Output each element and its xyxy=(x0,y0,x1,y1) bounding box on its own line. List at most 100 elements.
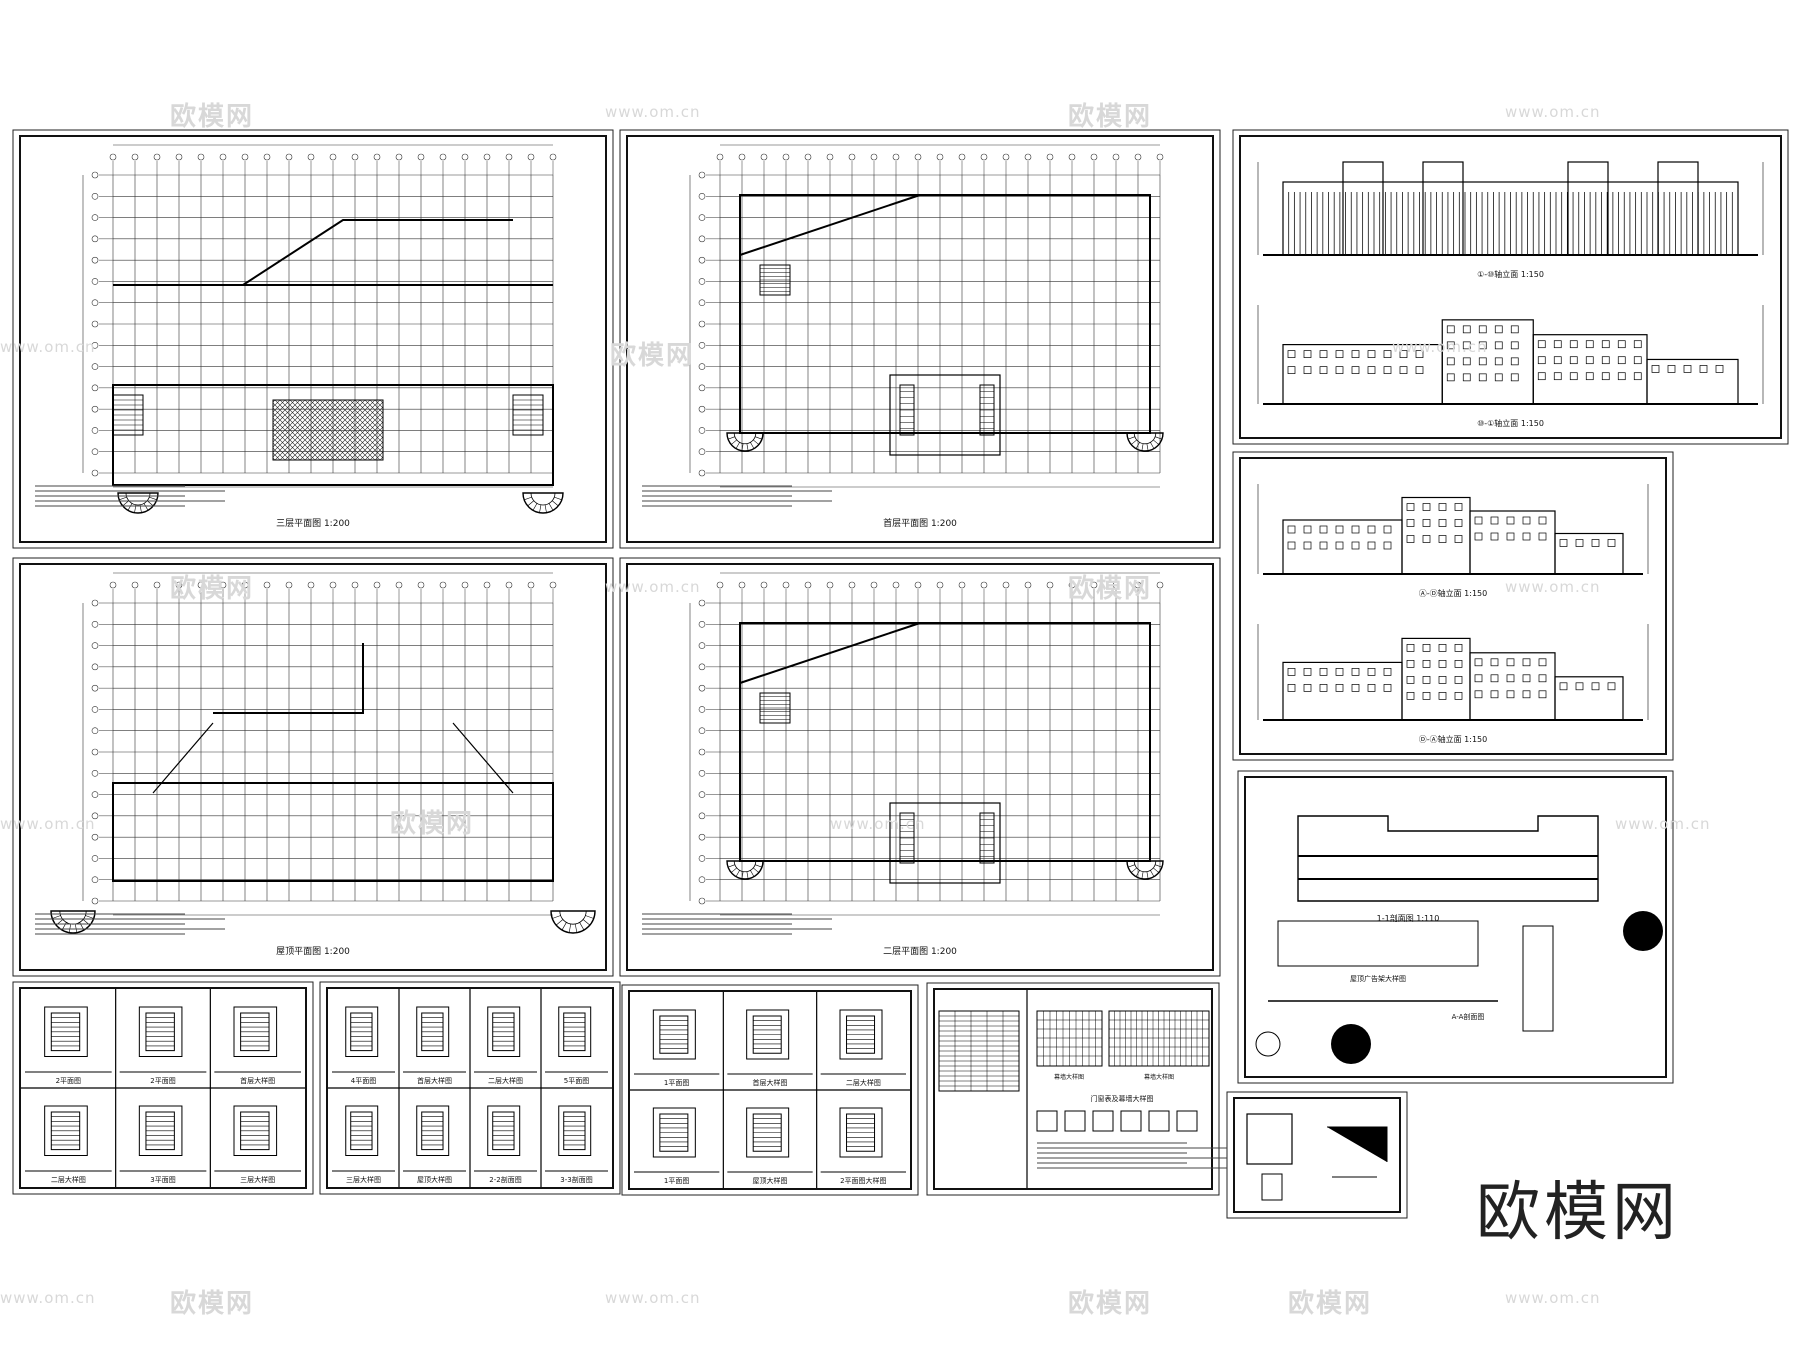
stair-plan xyxy=(138,1105,183,1156)
stair-plan xyxy=(345,1105,379,1156)
axis-bubble xyxy=(197,153,205,161)
brand-logo-text: 欧模网 xyxy=(1476,1176,1680,1250)
window xyxy=(1575,539,1584,547)
window xyxy=(1454,644,1463,652)
axis-bubble xyxy=(716,581,724,589)
detail-callout-solid xyxy=(1623,911,1663,951)
window xyxy=(1553,340,1562,349)
sheet-outer-frame xyxy=(1232,129,1789,445)
elevation-caption: ①-⑩轴立面 1:150 xyxy=(1477,269,1544,279)
axis-bubble xyxy=(307,153,315,161)
window xyxy=(1490,690,1499,699)
window xyxy=(1506,690,1515,699)
stair-plan xyxy=(746,1107,790,1158)
stair-treads xyxy=(350,1116,373,1146)
axis-bubble xyxy=(1002,581,1010,589)
axis-bubble xyxy=(461,153,469,161)
window xyxy=(1510,325,1519,334)
axis-leaders xyxy=(99,161,554,474)
tower-block xyxy=(1342,161,1384,256)
window xyxy=(1494,373,1503,382)
stair-plan xyxy=(558,1006,592,1057)
window xyxy=(1287,684,1296,692)
window xyxy=(1607,682,1616,691)
axis-bubble xyxy=(91,855,99,862)
axis-bubble xyxy=(153,153,161,161)
section-caption: 1-1剖面图 1:110 xyxy=(1377,913,1440,923)
window xyxy=(1383,366,1392,374)
stair-treads xyxy=(659,1118,688,1147)
window xyxy=(1617,372,1626,381)
axis-bubble xyxy=(1090,153,1098,161)
window xyxy=(1510,373,1519,382)
round-stair xyxy=(522,492,564,514)
axis-bubble xyxy=(395,153,403,161)
sheet-outer-frame xyxy=(12,557,614,977)
axis-grid xyxy=(719,174,1161,474)
stair-label: 屋顶大样图 xyxy=(753,1176,788,1185)
plan-sheet-plan-2f: 二层平面图 1:200 xyxy=(619,557,1221,977)
axis-bubble xyxy=(892,153,900,161)
stair-treads xyxy=(145,1017,175,1047)
axis-bubble xyxy=(91,427,99,434)
window xyxy=(1422,503,1431,511)
window xyxy=(1462,357,1471,366)
axis-bubble xyxy=(698,706,706,713)
window xyxy=(1607,539,1616,547)
stair-treads xyxy=(753,1118,782,1147)
axis-bubble xyxy=(870,581,878,589)
window xyxy=(1715,365,1724,373)
detail-caption: 幕墙大样图 xyxy=(1144,1073,1174,1081)
axis-grid xyxy=(112,602,554,902)
axis-grid xyxy=(719,602,1161,902)
round-stair xyxy=(1126,432,1164,452)
dimension-line xyxy=(689,572,1160,916)
sheet-caption: 二层平面图 1:200 xyxy=(883,946,957,957)
window xyxy=(1506,658,1515,667)
window xyxy=(1422,535,1431,543)
window xyxy=(1683,365,1692,373)
stair-treads xyxy=(900,390,914,430)
window xyxy=(1287,668,1296,676)
axis-bubble xyxy=(826,153,834,161)
window xyxy=(1303,684,1312,692)
sheet-outer-frame xyxy=(1226,1091,1408,1219)
sheet-outer-frame xyxy=(12,129,614,549)
window xyxy=(1454,535,1463,543)
round-stair-treads xyxy=(1127,860,1163,879)
building-mass xyxy=(1469,510,1556,575)
dimension-line xyxy=(82,572,553,916)
window xyxy=(1633,372,1642,381)
window xyxy=(1415,366,1424,374)
stair-label: 二层大样图 xyxy=(488,1076,523,1085)
window xyxy=(1383,541,1392,550)
sheet-caption: 首层平面图 1:200 xyxy=(883,517,957,529)
stair-treads xyxy=(980,818,994,858)
sheet-outer-frame xyxy=(619,557,1221,977)
window xyxy=(1438,644,1447,652)
round-stair-inner xyxy=(559,910,587,925)
window xyxy=(1406,535,1415,543)
axis-bubble xyxy=(698,341,706,349)
axis-bubble xyxy=(698,256,706,264)
axis-bubble xyxy=(91,171,99,179)
window xyxy=(1303,541,1312,550)
axis-bubble xyxy=(91,642,99,649)
window xyxy=(1454,503,1463,511)
window xyxy=(1537,372,1546,381)
mullion-lines xyxy=(1037,1011,1209,1066)
detail-caption: 门窗表及幕墙大样图 xyxy=(1091,1094,1154,1103)
window xyxy=(1585,356,1594,365)
window xyxy=(1462,341,1471,350)
stair-treads xyxy=(659,1020,688,1049)
round-stair-treads xyxy=(51,910,95,933)
axis-bubble xyxy=(698,299,706,307)
axis-bubble xyxy=(1134,153,1142,161)
stair-plan xyxy=(558,1105,592,1156)
axis-bubble xyxy=(527,581,535,589)
window xyxy=(1454,692,1463,700)
axis-bubble xyxy=(936,153,944,161)
